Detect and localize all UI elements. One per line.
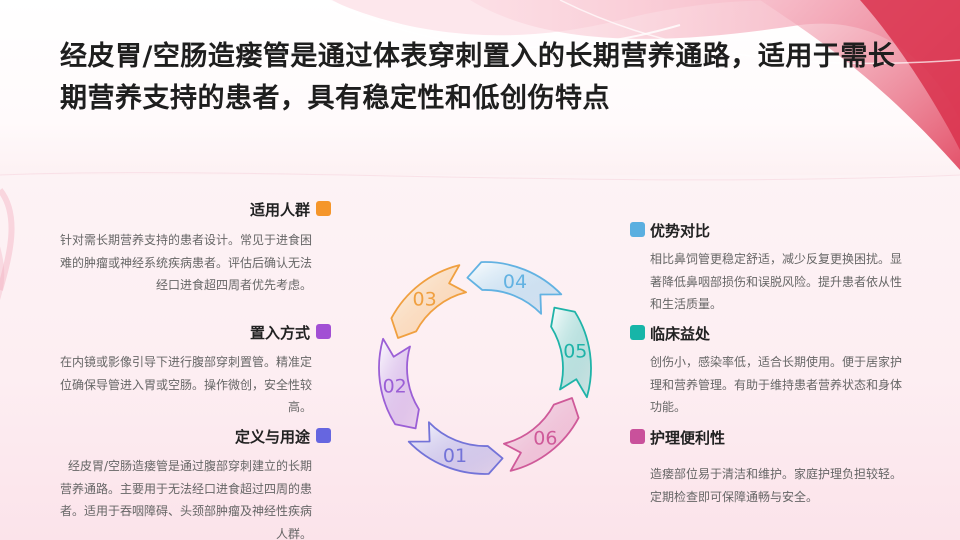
heading-care-convenience: 护理便利性 (650, 428, 850, 448)
target-population-text: 针对需长期营养支持的患者设计。常见于进食困难的肿瘤或神经系统疾病患者。评估后确认… (56, 229, 312, 297)
care-convenience-text: 造瘘部位易于清洁和维护。家庭护理负担较轻。定期检查即可保障通畅与安全。 (650, 463, 906, 508)
magenta-square-icon (630, 429, 645, 444)
heading-definition-usage: 定义与用途 (140, 427, 310, 447)
heading-advantage-comparison: 优势对比 (650, 221, 850, 241)
cycle-label-05: 05 (563, 340, 587, 362)
advantage-comparison-text: 相比鼻饲管更稳定舒适，减少反复更换困扰。显著降低鼻咽部损伤和误脱风险。提升患者依… (650, 248, 906, 316)
blue-square-icon (630, 222, 645, 237)
cycle-label-01: 01 (443, 445, 467, 467)
cycle-label-06: 06 (533, 427, 557, 449)
cycle-diagram: 01 02 03 04 05 06 (355, 238, 615, 498)
purple-square-icon (316, 324, 331, 339)
heading-target-population: 适用人群 (140, 200, 310, 220)
heading-clinical-benefit: 临床益处 (650, 324, 850, 344)
definition-usage-text: 经皮胃/空肠造瘘管是通过腹部穿刺建立的长期营养通路。主要用于无法经口进食超过四周… (56, 455, 312, 540)
placement-method-text: 在内镜或影像引导下进行腹部穿刺置管。精准定位确保导管进入胃或空肠。操作微创，安全… (56, 351, 312, 419)
cycle-label-03: 03 (413, 289, 437, 311)
indigo-square-icon (316, 428, 331, 443)
page-title: 经皮胃/空肠造瘘管是通过体表穿刺置入的长期营养通路，适用于需长期营养支持的患者，… (60, 36, 910, 120)
clinical-benefit-text: 创伤小，感染率低，适合长期使用。便于居家护理和营养管理。有助于维持患者营养状态和… (650, 351, 906, 419)
cycle-label-04: 04 (503, 271, 527, 293)
orange-square-icon (316, 201, 331, 216)
cycle-label-02: 02 (383, 376, 407, 398)
teal-square-icon (630, 325, 645, 340)
heading-placement-method: 置入方式 (140, 323, 310, 343)
